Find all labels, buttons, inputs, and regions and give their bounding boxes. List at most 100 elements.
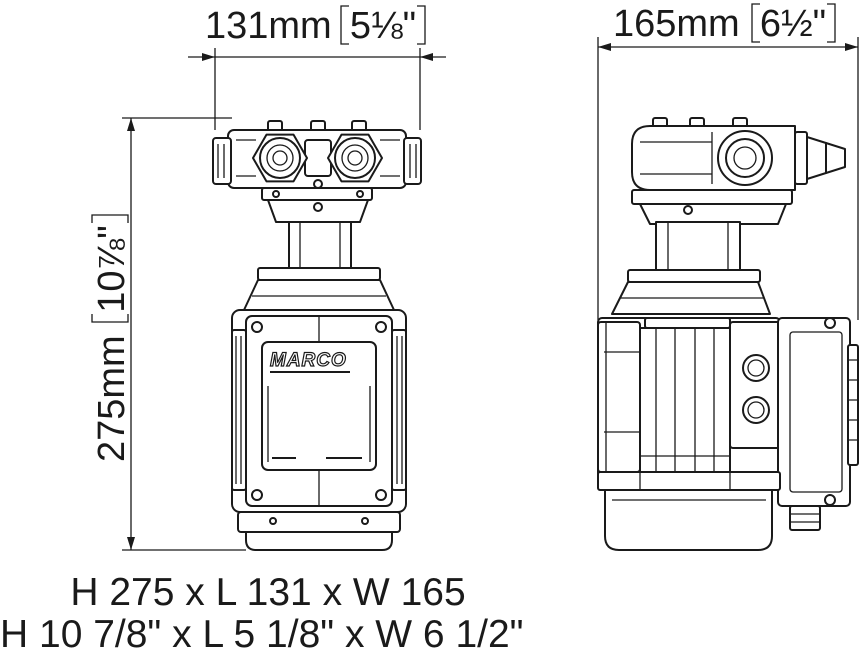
height-label-group: 275mm 10⅞" [91,214,133,462]
drawing-detail-line [733,146,757,170]
panel-bolt [251,321,263,333]
drawing-detail-line [396,336,403,484]
drawing-detail-line [341,144,369,172]
front-flange [261,187,373,271]
drawing-detail-line [790,513,820,523]
drawing-detail-line [266,144,294,172]
height-metric-label: 275mm [91,335,133,462]
motor-shoulder [243,279,395,311]
motor-fins-right [391,329,407,491]
side-collar [627,269,761,283]
width-bracket-right [827,3,836,43]
junction-side-ribs [847,344,859,466]
length-arrow-right [420,53,433,61]
cooling-fins [639,327,731,473]
drawing-detail-line [267,386,371,462]
length-bracket-left [340,5,349,45]
height-arrow-bottom [127,537,135,550]
width-imperial-label: 6½" [760,3,826,45]
terminal-gland [742,396,770,424]
hose-barb [825,142,846,174]
side-base-ring [597,471,781,491]
width-dimension: 165mm 6½" [597,3,859,320]
barb-collar [794,131,808,185]
manifold-bolt [313,179,323,189]
drawing-detail-line [236,139,400,177]
summary-metric: H 275 x L 131 x W 165 [70,571,465,614]
brand-logo: MARCO [270,350,347,371]
drawing-detail-line [747,359,765,377]
panel-bolt [251,489,263,501]
drawing-detail-line [604,322,640,472]
side-head [631,117,846,191]
drawing-detail-line [655,328,715,472]
terminal-gland [742,354,770,382]
side-base [597,471,781,551]
width-arrow-right [845,43,858,51]
pump-front-view: MARCO [212,120,422,551]
drawing-detail-line [299,222,341,270]
junction-bolt [824,494,836,506]
hose-barb [806,136,827,180]
length-arrow-left [202,53,215,61]
front-base [237,511,401,551]
bracket-bolt [683,205,693,215]
length-dimension: 131mm 5⅛" [188,5,446,130]
drawing-detail-line [409,144,417,178]
manifold-cap-left [212,137,232,185]
ridge-top [644,317,731,329]
logo-plate [261,341,377,471]
pump-side-view [597,117,859,551]
side-port [725,138,765,178]
panel-bolt [375,489,387,501]
flange-bolt [313,202,323,212]
height-bracket-right [91,214,129,223]
drawing-detail-line [848,359,858,441]
width-bracket-left [751,3,760,43]
drawing-detail-line [639,472,731,490]
panel-bolt [375,321,387,333]
height-imperial-label: 10⅞" [91,225,133,312]
side-bracket [631,189,793,273]
drawing-detail-line [272,150,288,166]
drawing-detail-line [217,144,225,178]
summary-imperial: H 10 7/8" x L 5 1/8" x W 6 1/2" [0,613,524,653]
port-right [334,137,376,179]
front-motor: MARCO [231,267,407,513]
drawing-detail-line [640,132,713,184]
width-arrow-left [598,43,611,51]
junction-bolt [824,317,836,329]
drawing-detail-line [667,222,729,272]
flange-bolt [356,190,364,198]
length-imperial-label: 5⅛" [350,5,416,47]
motor-base-ring [237,511,401,533]
drawing-detail-line [747,401,765,419]
motor-collar [257,267,381,281]
height-arrow-top [127,118,135,131]
port-left [259,137,301,179]
motor-fins-left [231,329,247,491]
base-bolt [269,517,277,525]
manifold-cap-right [403,137,422,185]
flange-bolt [272,190,280,198]
length-bracket-right [417,5,426,45]
motor-end-cap [245,531,393,551]
bracket-plate [631,189,793,205]
length-metric-label: 131mm [205,5,332,47]
side-shaft [655,221,741,273]
base-bolt [361,517,369,525]
width-metric-label: 165mm [613,3,740,45]
junction-box-lid [789,331,843,493]
drawing-detail-line [235,336,242,484]
front-manifold [212,120,422,189]
fan-housing [597,321,641,473]
height-bracket-left [91,314,129,323]
pump-shaft [288,221,352,271]
bracket-taper [639,203,787,225]
cable-gland [789,505,821,531]
side-motor [597,269,859,531]
height-dimension: 275mm 10⅞" [91,117,246,551]
drawing-detail-line [347,150,363,166]
side-end-cap [604,489,773,551]
